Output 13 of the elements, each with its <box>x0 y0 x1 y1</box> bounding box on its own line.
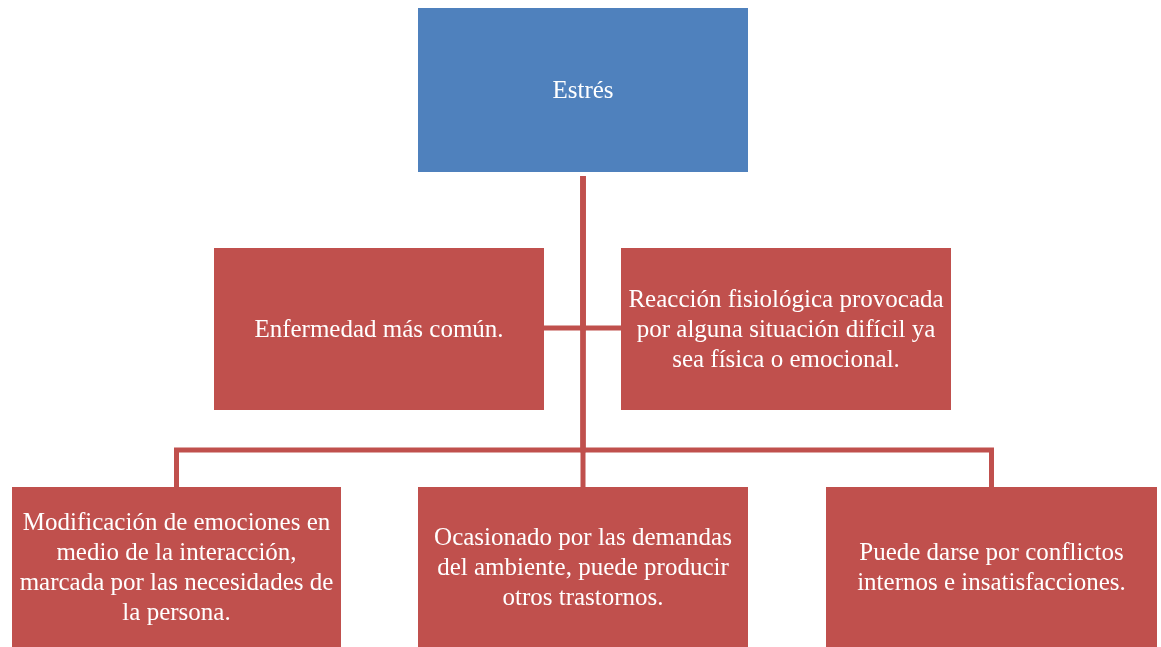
text-box <box>621 248 951 410</box>
box-text: Puede darse por conflictos internos e insatisfacciones. <box>856 537 1127 597</box>
text-box <box>418 487 748 647</box>
box-text: Estrés <box>552 75 614 105</box>
box-text: Ocasionado por las demandas del ambiente, puede producir otros trastornos. <box>433 522 733 612</box>
box-text: Reacción fisiológica provocada por alguna situación difícil ya sea física o emocional. <box>627 284 945 374</box>
box-text: Modificación de emociones en medio de la interacción, marcada por las necesidades de la persona. <box>18 507 335 627</box>
box-text: Enfermedad más común. <box>254 314 504 344</box>
text-box <box>12 487 341 647</box>
connector-line <box>580 176 994 487</box>
text-box <box>214 248 544 410</box>
text-box <box>826 487 1157 647</box>
title-box <box>418 8 748 172</box>
